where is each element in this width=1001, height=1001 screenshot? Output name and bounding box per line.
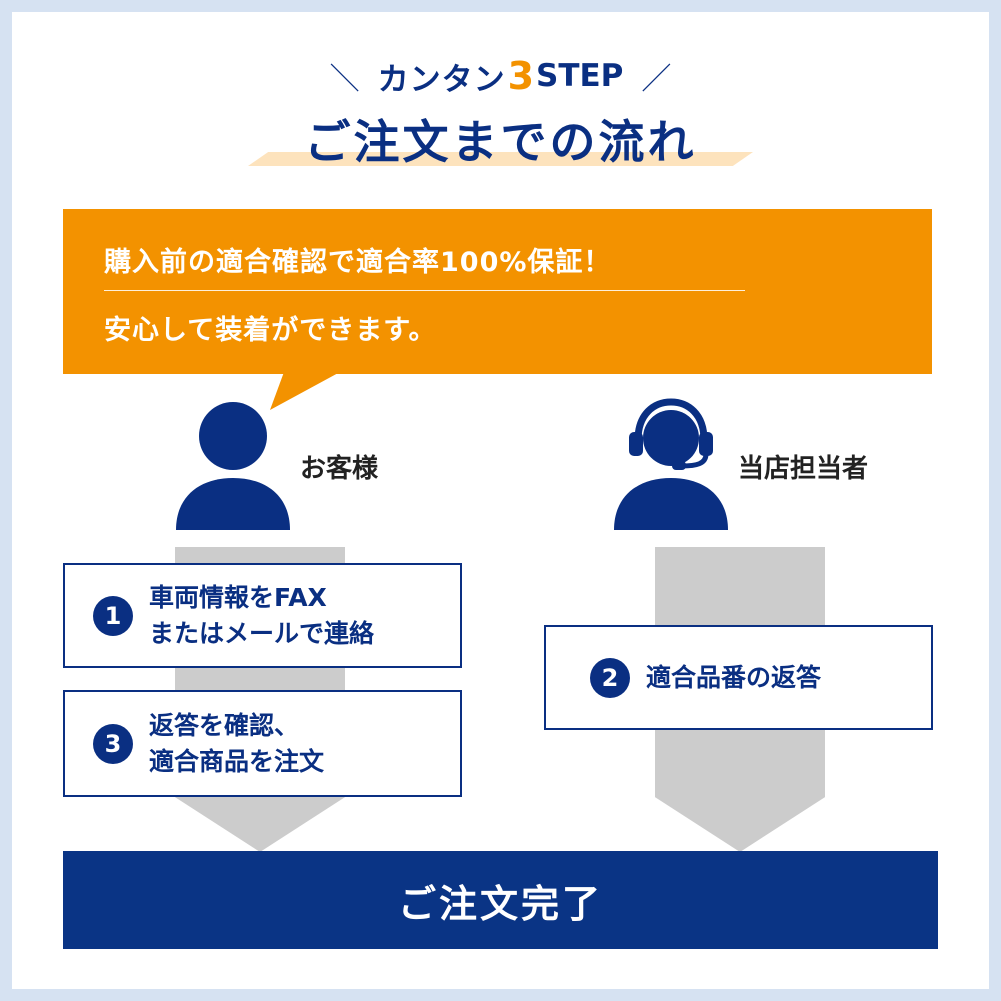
banner-reassurance-text: 安心して装着ができます。 <box>104 315 437 346</box>
step-3-box: 3 返答を確認、 適合商品を注文 <box>63 690 462 797</box>
step-1-line-2: またはメールで連絡 <box>149 618 375 648</box>
banner-divider <box>104 290 745 291</box>
left-slash-decoration: ＼ <box>329 62 360 97</box>
step-2-line-1: 適合品番の返答 <box>646 662 822 692</box>
step-number: 3 <box>507 54 535 98</box>
customer-label: お客様 <box>300 454 379 484</box>
step-2-box: 2 適合品番の返答 <box>544 625 933 730</box>
right-slash-decoration: ／ <box>641 62 672 97</box>
content-card <box>12 12 989 989</box>
order-complete-bar: ご注文完了 <box>63 851 938 949</box>
headset-operator-icon <box>614 398 728 530</box>
step-3-line-1: 返答を確認、 <box>149 710 300 740</box>
guarantee-banner <box>63 209 932 374</box>
step-3-number-badge: 3 <box>93 723 133 764</box>
person-icon <box>176 402 290 530</box>
step-3-line-2: 適合商品を注文 <box>149 746 325 776</box>
step-1-line-1: 車両情報をFAX <box>149 582 327 612</box>
step-2-number-badge: 2 <box>590 657 630 698</box>
banner-guarantee-text: 購入前の適合確認で適合率100%保証！ <box>104 247 612 278</box>
step-2-text: 適合品番の返答 <box>646 660 821 696</box>
page-title: ご注文までの流れ <box>304 115 697 169</box>
step-3-text: 返答を確認、 適合商品を注文 <box>149 708 324 780</box>
step-1-box: 1 車両情報をFAX またはメールで連絡 <box>63 563 462 668</box>
step-prefix: カンタン <box>377 61 506 98</box>
step-1-text: 車両情報をFAX またはメールで連絡 <box>149 580 374 652</box>
title-underline-highlight <box>248 152 753 166</box>
step-heading: ＼ カンタン 3 STEP ／ <box>0 54 1001 98</box>
staff-label: 当店担当者 <box>738 454 869 484</box>
step-1-number-badge: 1 <box>93 595 133 636</box>
step-word: STEP <box>536 58 624 94</box>
